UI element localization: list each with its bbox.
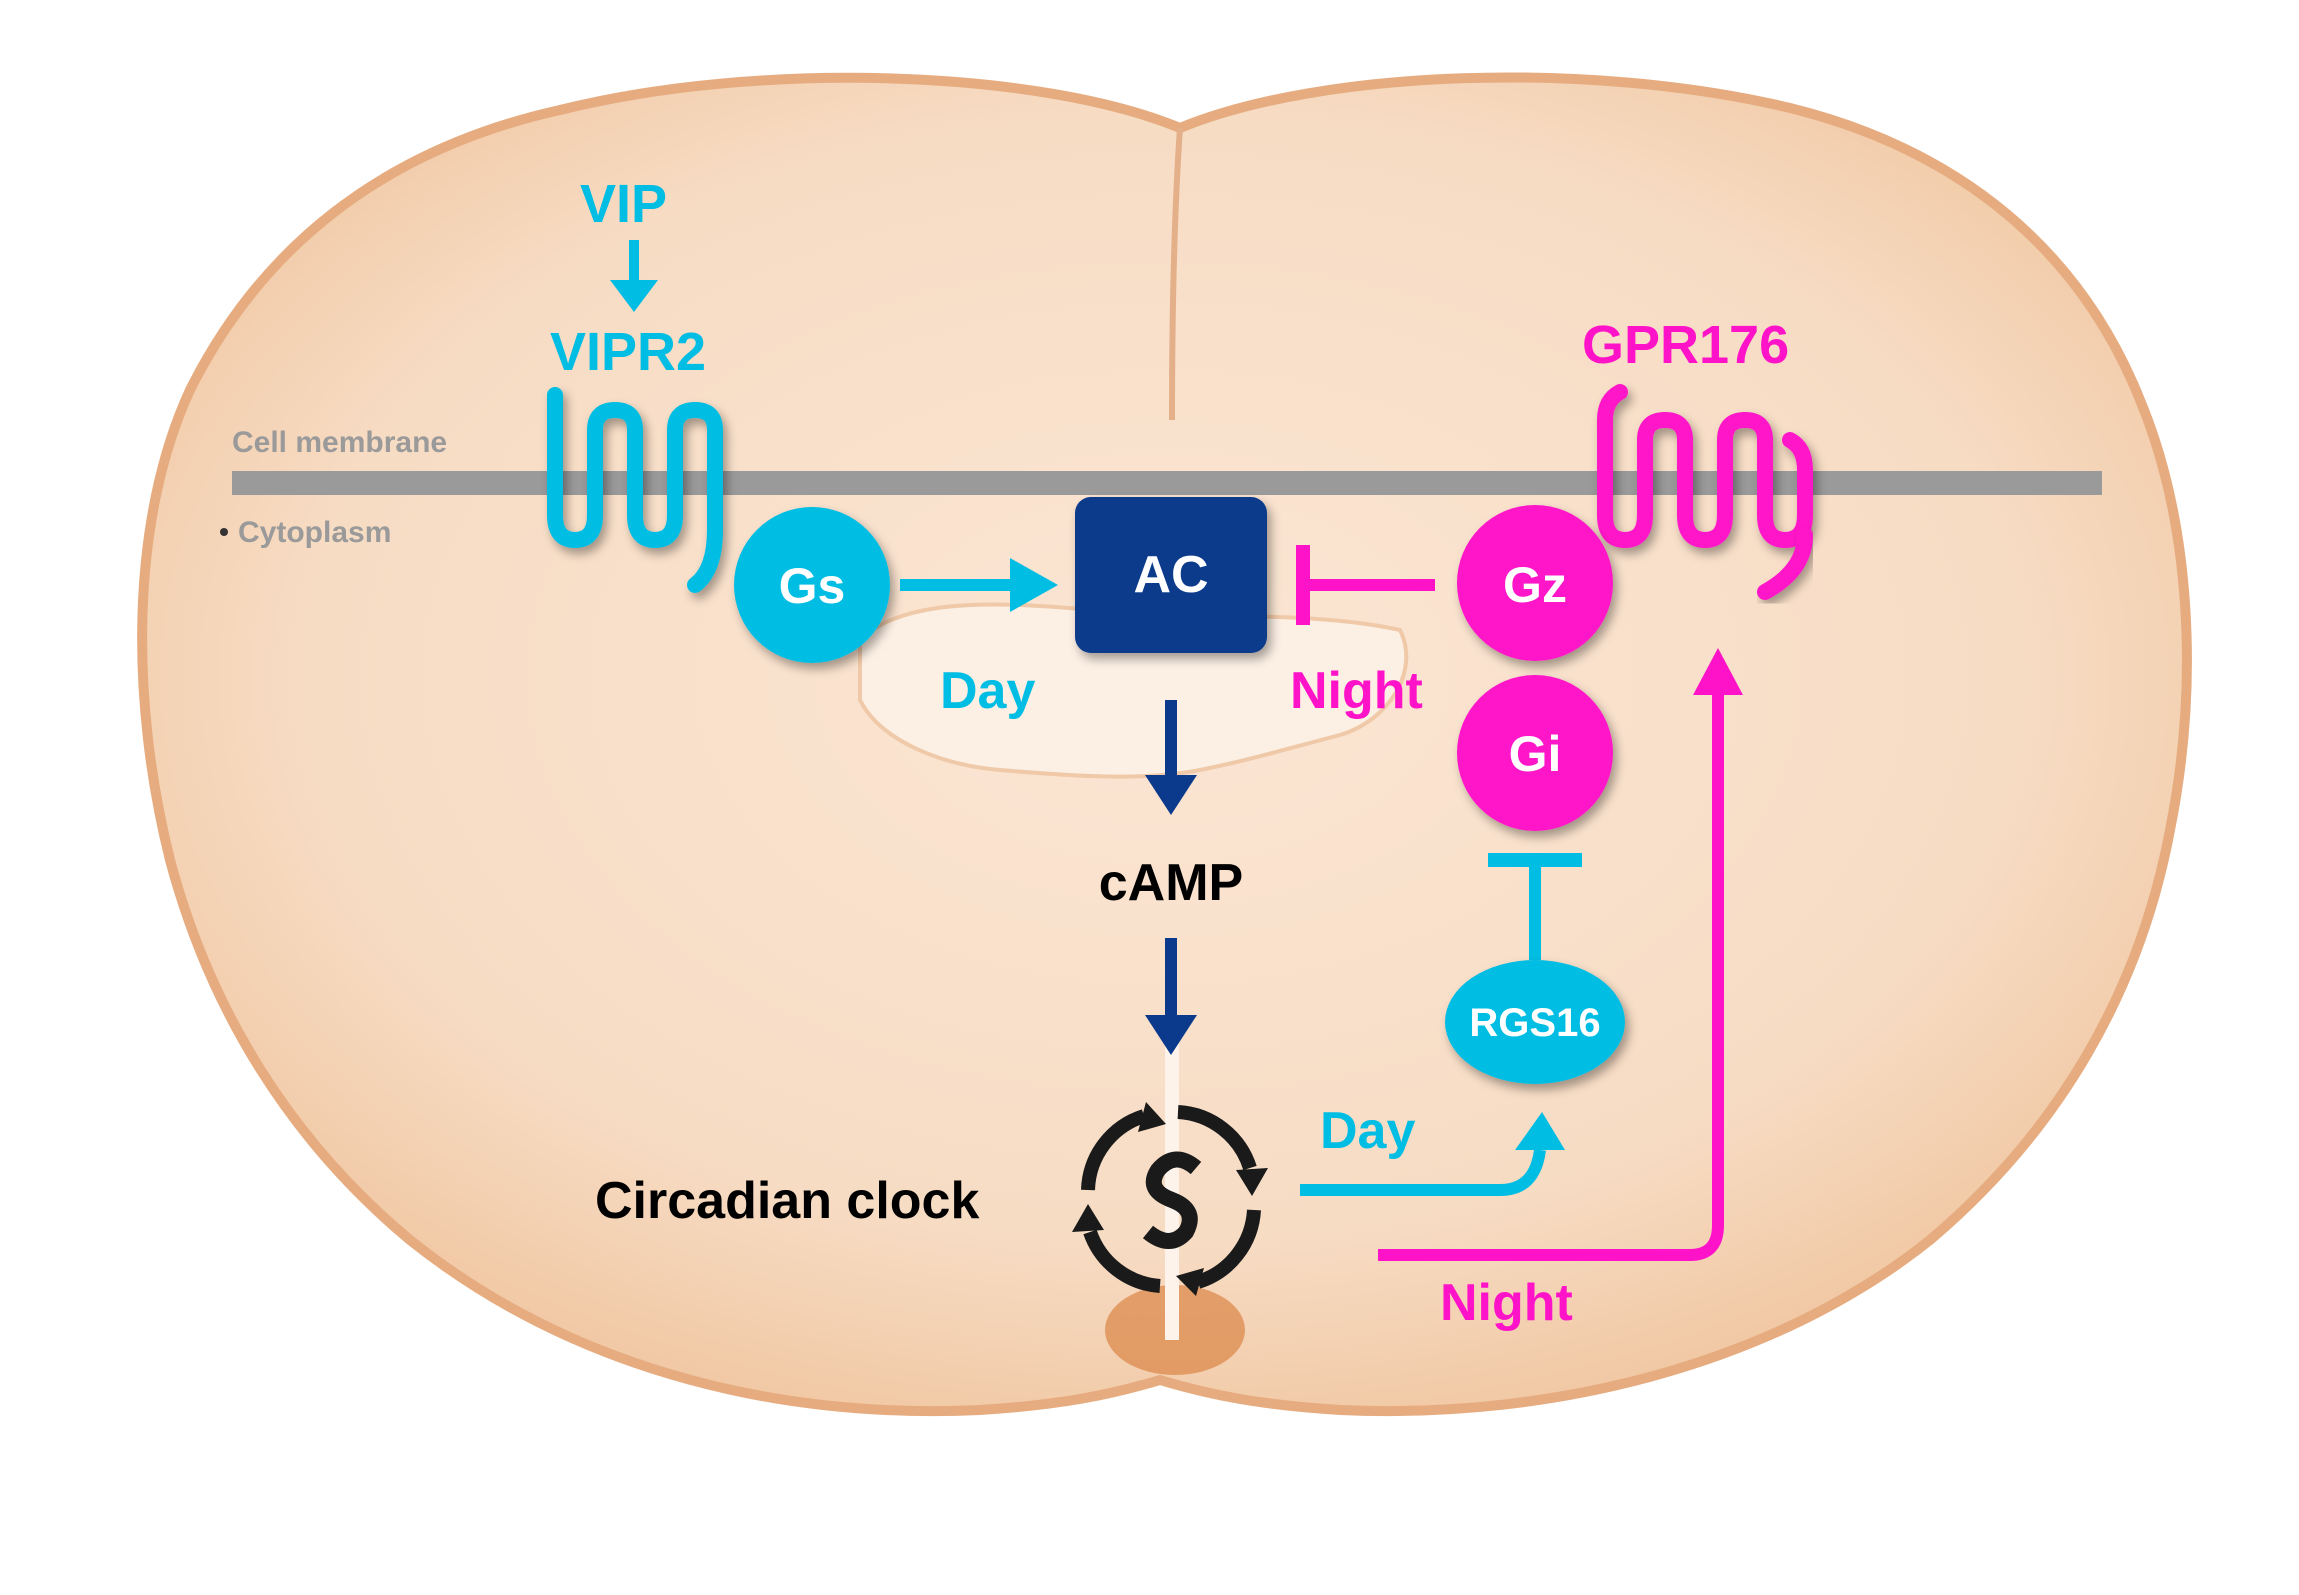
ac-to-camp-arrow-head xyxy=(1145,775,1197,815)
vipr2-label: VIPR2 xyxy=(550,322,706,382)
clock-to-gpr176-night-arrow-head xyxy=(1693,648,1743,695)
vipr2-receptor xyxy=(547,387,723,593)
gz-node: Gz xyxy=(1457,505,1613,661)
ac-node: AC xyxy=(1075,497,1267,653)
brain-section-background xyxy=(137,72,2192,1417)
camp-to-clock-arrow-head xyxy=(1145,1015,1197,1055)
rgs16-label: RGS16 xyxy=(1469,1001,1600,1045)
rgs16-node: RGS16 xyxy=(1445,960,1625,1084)
gpr176-tail xyxy=(1757,527,1813,600)
gi-label: Gi xyxy=(1509,726,1562,782)
night-bottom-label: Night xyxy=(1440,1274,1573,1332)
ac-label: AC xyxy=(1133,546,1208,604)
gs-node: Gs xyxy=(734,507,890,663)
cell-membrane-label: Cell membrane xyxy=(232,426,447,459)
night-top-label: Night xyxy=(1290,662,1423,720)
clock-to-rgs16-day-arrow xyxy=(1300,1149,1546,1196)
day-top-label: Day xyxy=(940,662,1035,720)
clock-to-gpr176-night-arrow xyxy=(1378,690,1724,1261)
clock-to-rgs16-day-arrow-head xyxy=(1515,1112,1565,1150)
gpr176-label: GPR176 xyxy=(1582,315,1789,375)
vip-label: VIP xyxy=(580,174,667,234)
circadian-clock-label: Circadian clock xyxy=(595,1172,979,1230)
gz-label: Gz xyxy=(1503,557,1567,613)
cytoplasm-bullet xyxy=(220,528,228,536)
day-bottom-label: Day xyxy=(1320,1102,1415,1160)
camp-label: cAMP xyxy=(1099,854,1243,912)
vip-arrow-head xyxy=(610,280,658,312)
cytoplasm-label: Cytoplasm xyxy=(238,516,391,549)
gs-label: Gs xyxy=(779,558,846,614)
gs-to-ac-arrow-head xyxy=(1010,558,1058,612)
gi-node: Gi xyxy=(1457,675,1613,831)
circadian-clock-icon xyxy=(1072,1102,1268,1296)
gpr176-receptor xyxy=(1597,384,1813,548)
midline-fissure xyxy=(1169,127,1183,421)
